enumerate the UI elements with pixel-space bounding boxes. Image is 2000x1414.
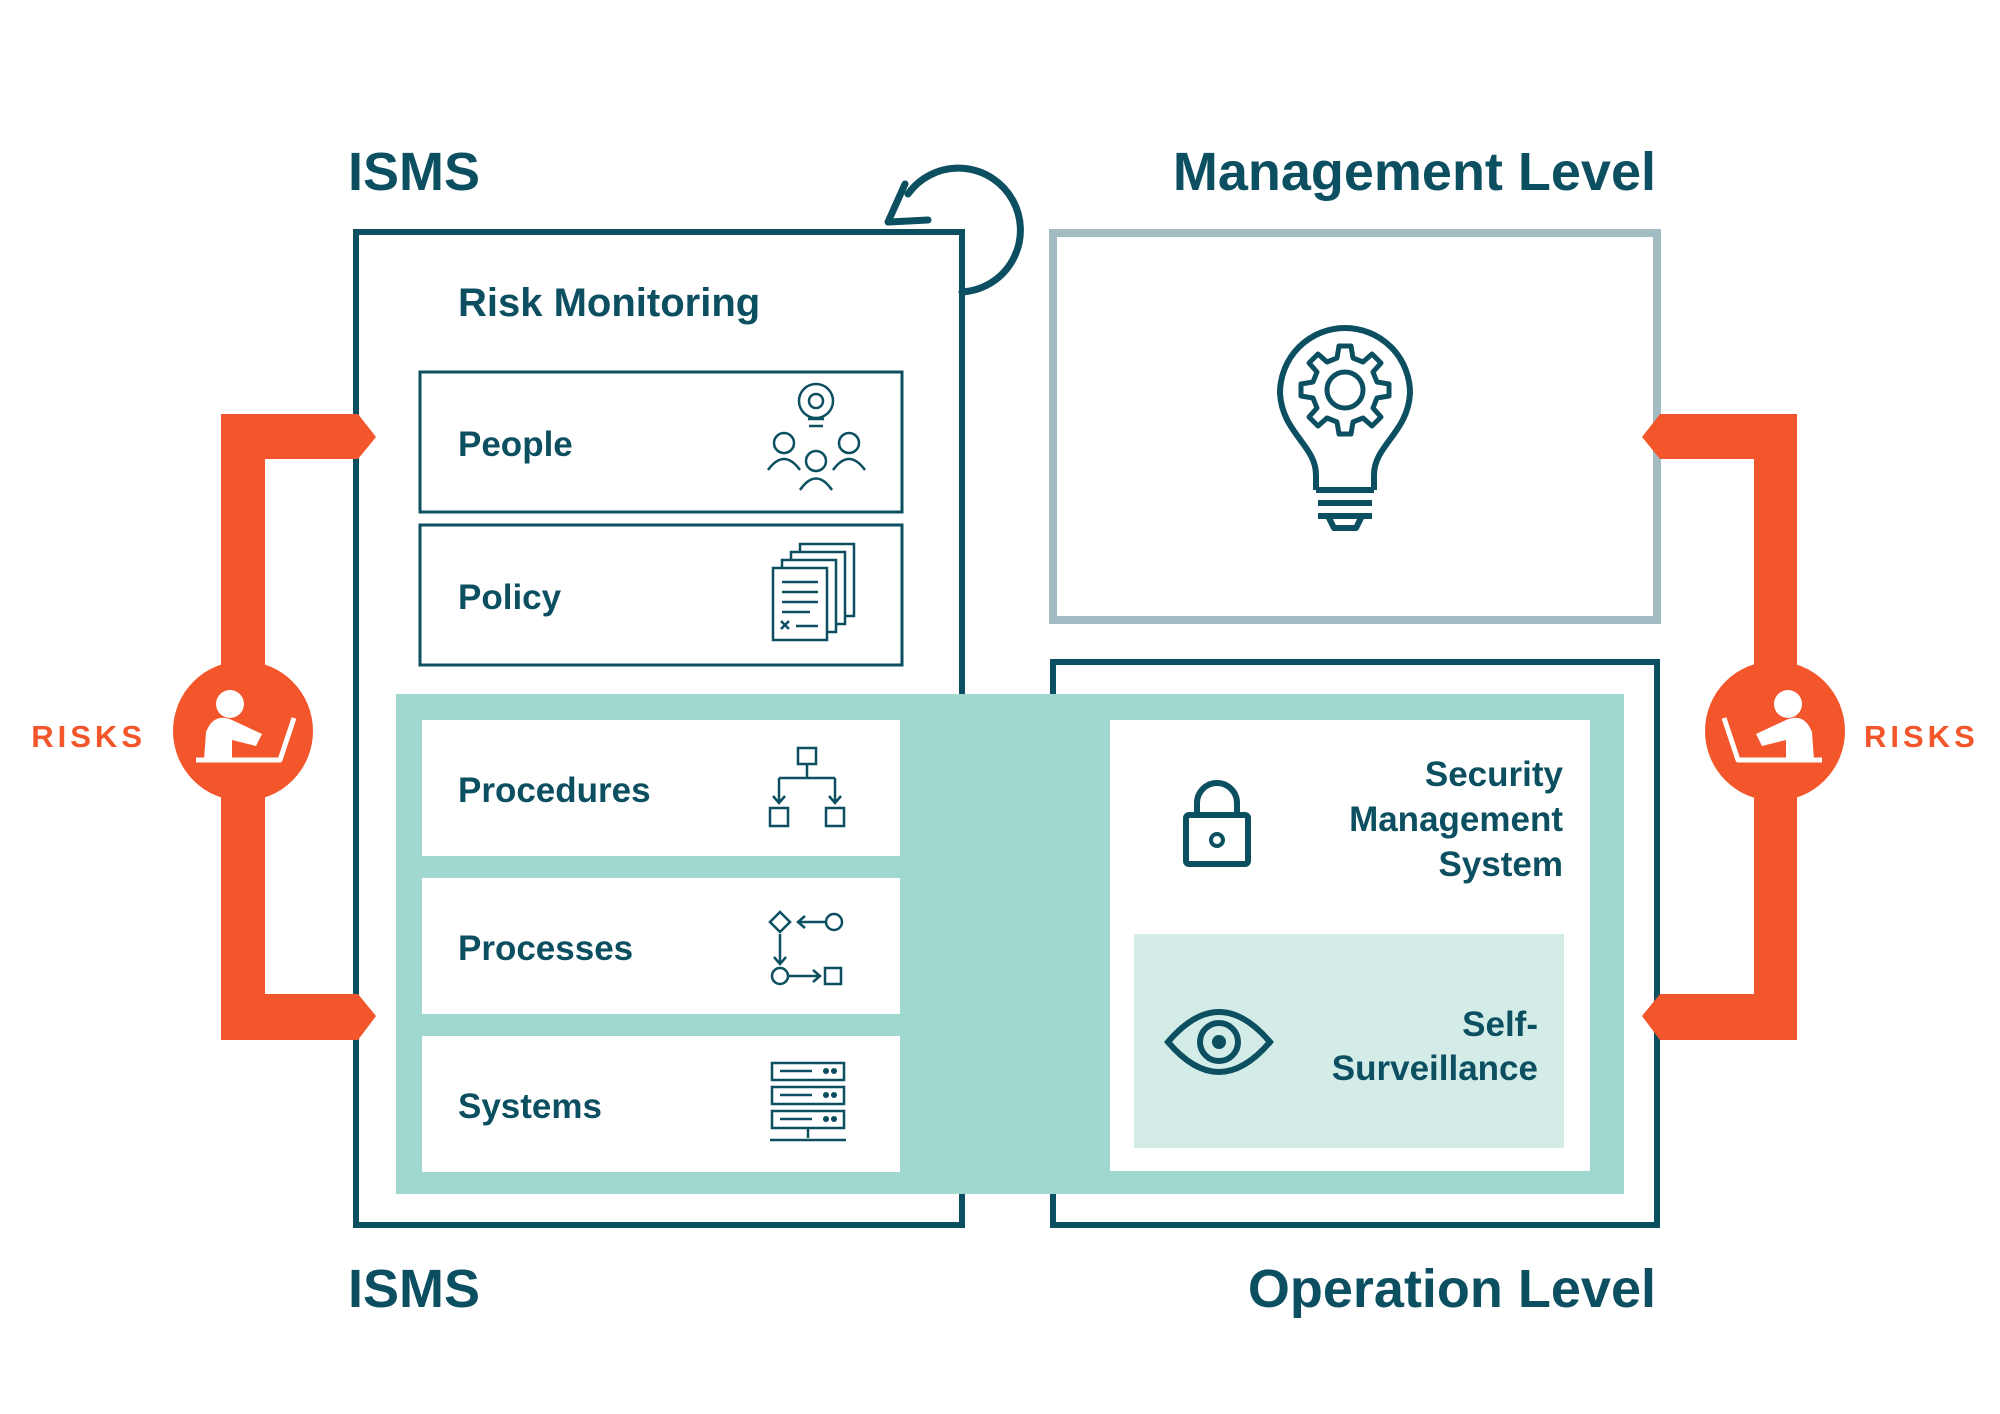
policy-label: Policy <box>458 578 562 617</box>
processes-label: Processes <box>458 929 633 968</box>
management-level-box <box>1049 229 1661 624</box>
risks-label-right: RISKS <box>1864 719 1979 754</box>
risks-label-left: RISKS <box>31 719 146 754</box>
risks-bracket-right <box>1642 414 1845 1040</box>
self-surveillance-panel <box>1134 934 1564 1148</box>
process-flow-icon <box>768 910 844 986</box>
people-idea-icon <box>766 382 867 491</box>
risks-bracket-left <box>173 414 376 1040</box>
procedures-card: Procedures <box>422 720 900 856</box>
security-line-1: Security <box>1425 755 1564 794</box>
documents-icon <box>771 542 856 642</box>
heading-isms-bottom: ISMS <box>348 1259 480 1319</box>
surveillance-line-2: Surveillance <box>1332 1049 1538 1088</box>
heading-management-level: Management Level <box>1173 142 1656 202</box>
people-label: People <box>458 425 573 464</box>
people-card: People <box>418 370 904 514</box>
person-laptop-icon <box>1721 690 1822 763</box>
cycle-arrow-icon <box>884 164 1024 296</box>
server-rack-icon <box>770 1061 846 1142</box>
lightbulb-gear-icon <box>1277 325 1413 531</box>
systems-label: Systems <box>458 1087 602 1126</box>
person-laptop-icon <box>196 690 297 763</box>
surveillance-line-1: Self- <box>1462 1005 1538 1044</box>
heading-operation-level: Operation Level <box>1248 1259 1656 1319</box>
procedures-label: Procedures <box>458 771 651 810</box>
systems-card: Systems <box>422 1036 900 1172</box>
heading-isms-top: ISMS <box>348 142 480 202</box>
processes-card: Processes <box>422 878 900 1014</box>
policy-card: Policy <box>418 523 904 667</box>
padlock-icon <box>1183 780 1251 867</box>
hierarchy-icon <box>768 746 846 828</box>
risk-monitoring-title: Risk Monitoring <box>458 281 760 325</box>
eye-icon <box>1164 1009 1274 1075</box>
security-line-2: Management <box>1349 800 1563 839</box>
security-line-3: System <box>1438 845 1563 884</box>
